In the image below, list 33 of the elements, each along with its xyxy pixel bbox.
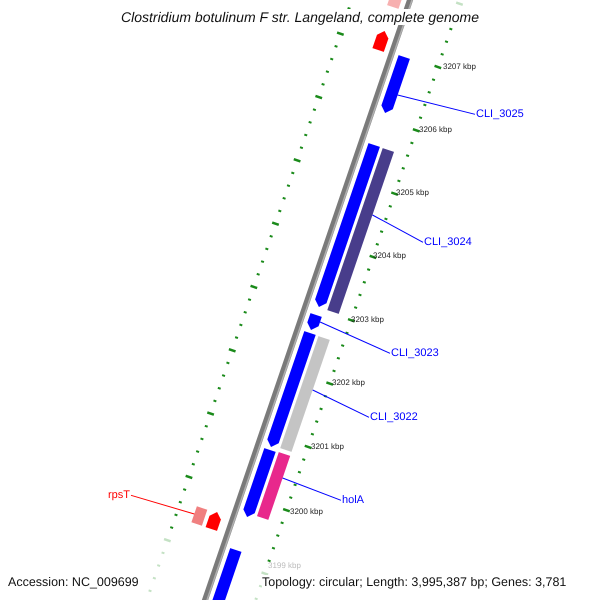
scale-label: 3206 kbp: [419, 125, 452, 134]
scale-label: 3202 kbp: [332, 378, 365, 388]
gene-bar: [257, 452, 290, 520]
scale-label: 3200 kbp: [290, 507, 323, 516]
info-text: Topology: circular; Length: 3,995,387 bp; Genes: 3,781: [262, 575, 566, 590]
gene-label: CLI_3025: [476, 108, 524, 121]
info-text: Accession: NC_009699: [8, 575, 139, 590]
scale-label: 3201 kbp: [311, 442, 344, 452]
scale-label: 3205 kbp: [396, 188, 429, 198]
gene-label: CLI_3024: [424, 236, 472, 249]
scale-label: 3207 kbp: [443, 62, 476, 72]
gene-bar: [206, 512, 221, 531]
gene-bar: [327, 148, 394, 314]
gene-bar: [381, 55, 410, 113]
gene-label: holA: [342, 494, 364, 507]
gene-label: CLI_3023: [391, 347, 439, 360]
gene-bar: [372, 31, 388, 52]
leader-line: [312, 390, 370, 418]
scale-label: 3199 kbp: [268, 561, 301, 570]
leader-line: [130, 494, 195, 514]
gene-bar: [280, 336, 330, 452]
leader-line: [397, 94, 476, 115]
scale-label: 3203 kbp: [351, 315, 384, 324]
title: Clostridium botulinum F str. Langeland, complete genome: [119, 9, 481, 26]
leader-line: [282, 478, 342, 501]
gene-bar: [191, 506, 208, 526]
gene-label: rpsT: [108, 489, 130, 502]
leader-line: [372, 214, 424, 243]
gene-bar: [307, 313, 322, 330]
gene-bar: [243, 448, 276, 517]
gene-label: CLI_3022: [370, 411, 418, 424]
scale-label: 3204 kbp: [373, 251, 406, 260]
leader-line: [320, 322, 390, 354]
